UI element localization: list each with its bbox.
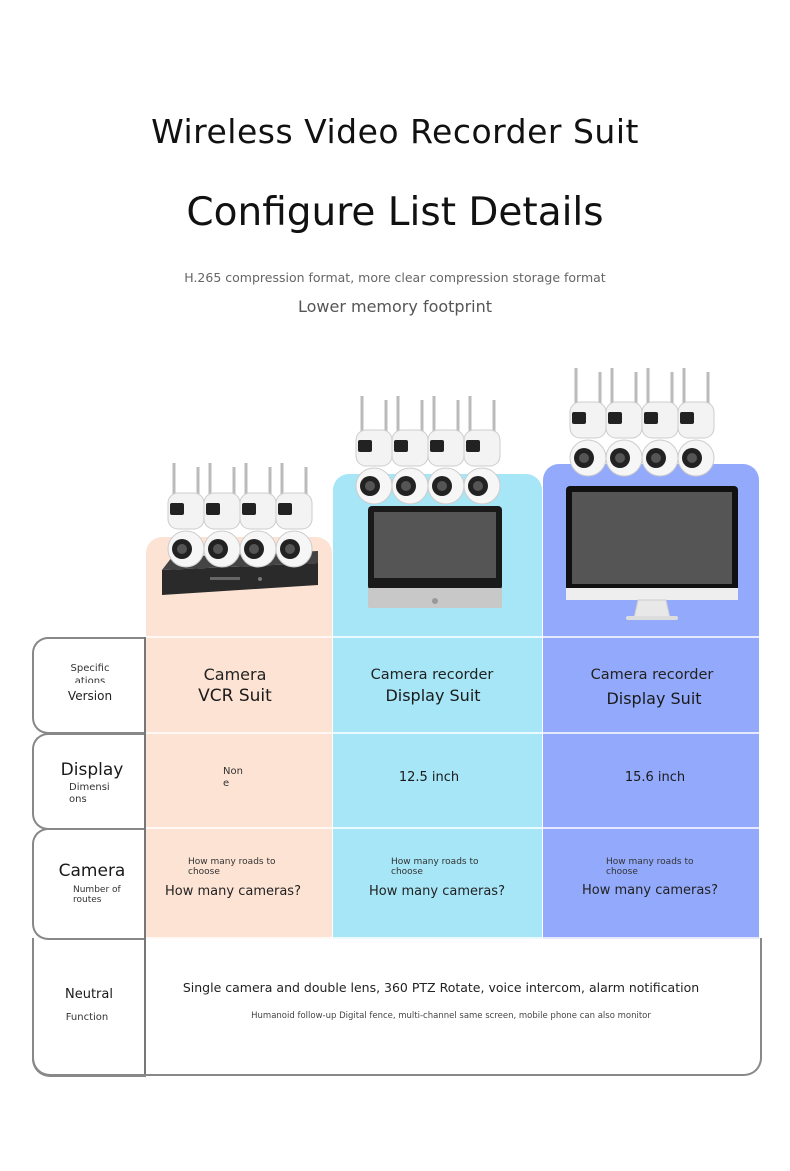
row-header-camera [32, 828, 146, 940]
row-divider [146, 937, 759, 939]
row-divider [146, 827, 759, 829]
col-b-version-1: Camera recorder [370, 667, 494, 683]
row-header-neutral [32, 938, 146, 1077]
col-b-version-2: Display Suit [385, 686, 481, 705]
col-b-camera-small: How many roads to choose [391, 857, 479, 878]
page-subtitle: Configure List Details [186, 190, 604, 235]
col-a-version-1: Camera [203, 665, 267, 684]
col-a-display-value: Non e [223, 766, 243, 789]
12-inch-kit-image [352, 388, 527, 613]
col-c-version-1: Camera recorder [590, 667, 714, 683]
col-b-camera-main: How many cameras? [369, 884, 505, 899]
15-inch-kit-image [566, 362, 748, 624]
column-background-nvr-kit [146, 537, 332, 939]
camera-label-small: Number of routes [73, 885, 121, 906]
display-label-small: Dimensi ons [69, 782, 110, 805]
col-b-display-value: 12.5 inch [398, 770, 460, 785]
col-c-display-value: 15.6 inch [624, 770, 686, 785]
page-title: Wireless Video Recorder Suit [151, 112, 639, 151]
function-label: Function [65, 1012, 109, 1023]
camera-label: Camera [58, 861, 126, 881]
header-separator [144, 637, 146, 1075]
col-c-version-2: Display Suit [606, 689, 702, 708]
version-label-small: Specific ations [70, 663, 110, 683]
row-divider [146, 732, 759, 734]
nvr-kit-image [150, 455, 330, 605]
col-a-camera-main: How many cameras? [165, 884, 301, 899]
neutral-label: Neutral [65, 987, 113, 1002]
col-c-camera-small: How many roads to choose [606, 857, 694, 878]
version-label: Version [67, 689, 113, 703]
neutral-main-text: Single camera and double lens, 360 PTZ R… [182, 980, 700, 995]
row-divider [146, 636, 759, 638]
compression-note: H.265 compression format, more clear com… [184, 270, 606, 285]
col-c-camera-main: How many cameras? [582, 883, 718, 898]
memory-note: Lower memory footprint [297, 297, 493, 316]
neutral-detail-text: Humanoid follow-up Digital fence, multi-… [251, 1011, 651, 1021]
display-label: Display [60, 760, 124, 780]
col-a-camera-small: How many roads to choose [188, 857, 276, 878]
col-a-version-2: VCR Suit [198, 686, 272, 706]
